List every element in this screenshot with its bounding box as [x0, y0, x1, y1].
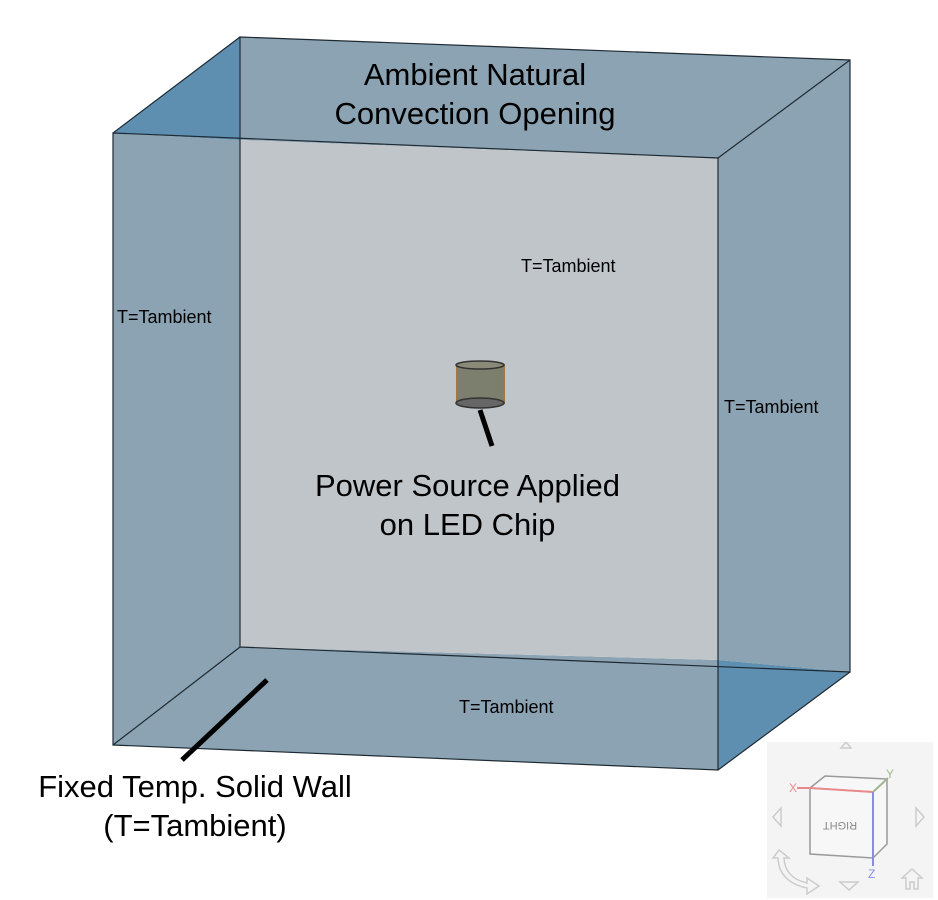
nav-left-arrow[interactable] [771, 806, 782, 828]
axis-z-label: Z [868, 867, 875, 881]
left-wall-label: T=Tambient [117, 307, 212, 327]
right-face [718, 60, 850, 672]
top-opening-line2: Convection Opening [334, 96, 616, 131]
bottom-wall-label: T=Tambient [459, 697, 554, 717]
power-source-line2: on LED Chip [379, 507, 556, 542]
power-leader-line [477, 409, 495, 447]
led-chip [455, 360, 505, 409]
top-left-corner [113, 37, 240, 140]
power-source-label: Power Source Applied on LED Chip [280, 466, 655, 544]
right-wall-label: T=Tambient [724, 397, 819, 417]
view-cube-widget[interactable]: RIGHT X Y Z [767, 742, 933, 898]
cube-face-label: RIGHT [823, 819, 858, 831]
nav-right-arrow[interactable] [915, 806, 926, 828]
top-opening-label: Ambient Natural Convection Opening [300, 55, 650, 133]
power-source-line1: Power Source Applied [314, 468, 621, 503]
fixed-wall-label: Fixed Temp. Solid Wall (T=Tambient) [10, 767, 380, 845]
bottom-right-corner [718, 660, 850, 770]
nav-down-arrow[interactable] [838, 881, 860, 892]
top-face [113, 37, 850, 158]
fixed-wall-line1: Fixed Temp. Solid Wall [38, 769, 352, 804]
view-cube-graphic: RIGHT X Y Z [771, 742, 926, 896]
left-face [113, 133, 240, 745]
fixed-wall-line2: (T=Tambient) [103, 808, 287, 843]
nav-up-arrow[interactable] [839, 742, 853, 749]
bottom-face [113, 647, 718, 770]
axis-x-label: X [789, 781, 797, 795]
back-wall-label: T=Tambient [521, 256, 616, 276]
box-edges [112, 36, 851, 771]
rotate-icon[interactable] [771, 848, 821, 896]
top-opening-line1: Ambient Natural [363, 57, 587, 92]
home-icon[interactable] [900, 867, 924, 890]
axis-y-label: Y [886, 767, 894, 781]
wall-leader-line [180, 678, 269, 762]
